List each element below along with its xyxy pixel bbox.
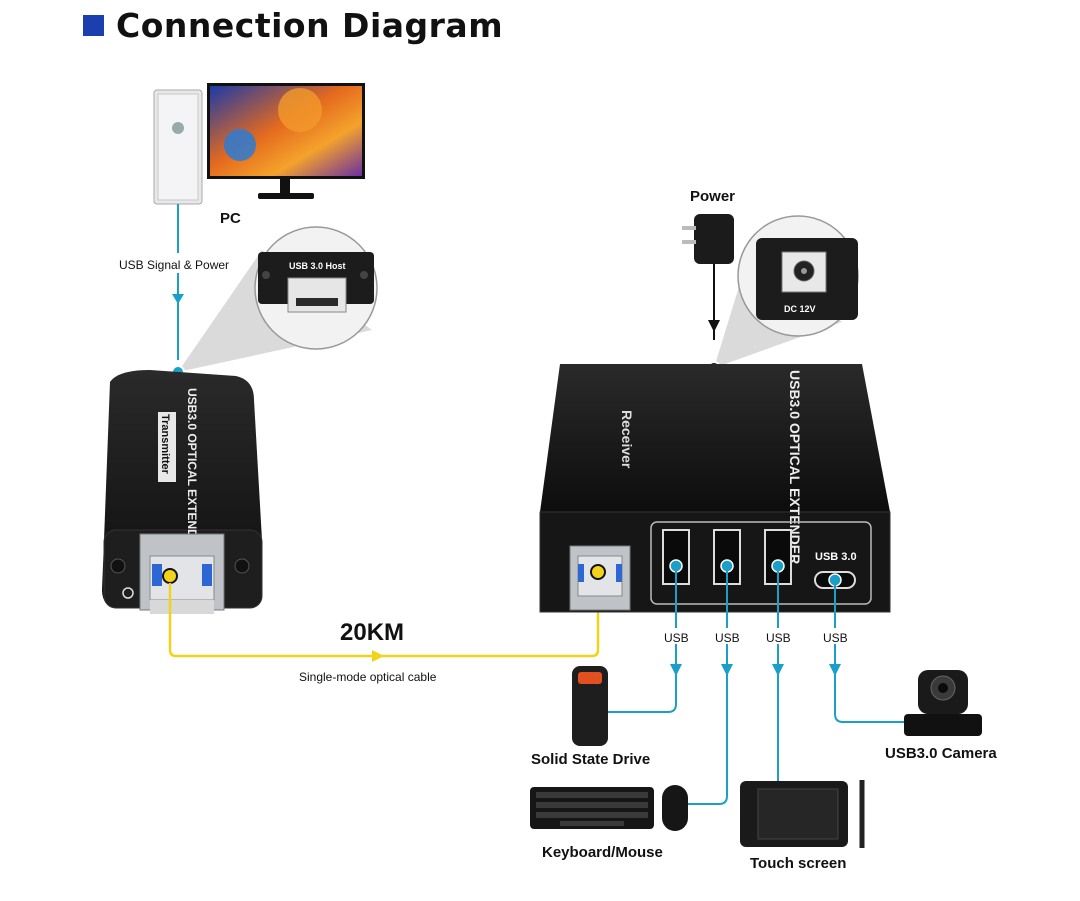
arrow-down-icon [829,664,841,676]
pc-tower-front [157,93,199,201]
ssd-label: Solid State Drive [531,751,650,768]
power-zoom-label: DC 12V [784,304,816,314]
usb-labels: USB USB USB USB [660,628,853,645]
page-title: Connection Diagram [116,6,504,45]
usb-arrows [670,664,841,676]
camera-device: USB3.0 Camera [885,670,997,762]
usb-cables [604,566,912,805]
receiver-fiber-port [590,564,606,580]
usb-port-label-3: USB [766,631,791,645]
ssd-device: Solid State Drive [531,666,650,768]
monitor [207,83,365,199]
power-adapter-icon [694,214,734,264]
arrow-down-icon [708,320,720,332]
touch-screen-label: Touch screen [750,855,846,872]
mouse-icon [662,785,688,831]
transmitter-screw-right [234,558,250,574]
transmitter: Transmitter USB3.0 OPTICAL EXTENDER [102,370,263,614]
usb-cable-2 [688,566,728,805]
receiver-top [540,364,890,512]
usb-port-label-1: USB [664,631,689,645]
camera-label: USB3.0 Camera [885,745,997,762]
receiver: Receiver USB3.0 OPTICAL EXTENDER USB 3.0 [539,364,891,613]
arrow-down-icon [721,664,733,676]
cable-label: Single-mode optical cable [299,670,437,684]
arrow-down-icon [772,664,784,676]
touch-screen-device: Touch screen [740,780,865,872]
usb-port-label-4: USB [823,631,848,645]
receiver-model-text: USB3.0 OPTICAL EXTENDER [787,370,803,564]
keyboard-mouse-device: Keyboard/Mouse [530,785,688,861]
usb-cable-1 [604,566,677,713]
transmitter-fiber-port [162,568,178,584]
receiver-usb-panel [650,521,872,605]
arrow-right-icon [372,650,384,662]
transmitter-model-text: USB3.0 OPTICAL EXTENDER [185,388,199,555]
transmitter-screw-left [110,558,126,574]
pc-label: PC [220,210,241,227]
keyboard-mouse-label: Keyboard/Mouse [542,844,663,861]
transmitter-role-plate [158,412,176,482]
pc-link-label: USB Signal & Power [119,258,229,272]
pc-logo-icon [172,122,184,134]
receiver-usb3-label: USB 3.0 [815,551,857,563]
arrow-down-icon [670,664,682,676]
usb-cable-4 [834,580,912,723]
header-bullet [83,15,104,36]
usb-port-label-2: USB [715,631,740,645]
cable-distance: 20KM [340,619,404,646]
transmitter-zoom-label: USB 3.0 Host [289,261,346,271]
power-label: Power [690,188,735,205]
ssd-icon [572,666,608,746]
power-group: Power DC 12V [682,188,859,375]
transmitter-power-icon [122,587,134,599]
pc-group: PC [153,83,365,227]
arrow-down-icon [172,294,184,304]
transmitter-role-text: Transmitter [159,414,171,475]
receiver-role-text: Receiver [619,410,635,469]
